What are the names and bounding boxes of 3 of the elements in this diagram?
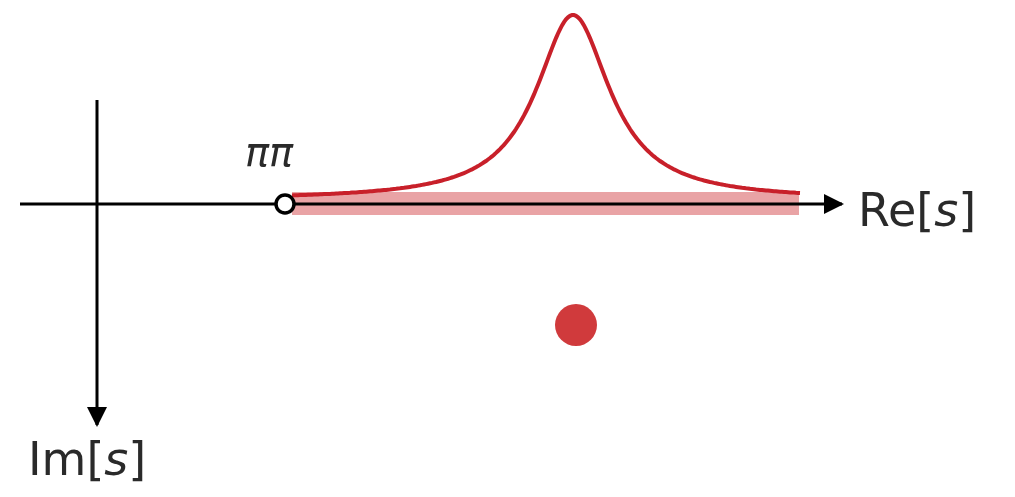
threshold-label: ππ (245, 132, 294, 172)
axis-label: Re[s] (858, 187, 977, 233)
axis-label: Im[s] (28, 436, 147, 482)
